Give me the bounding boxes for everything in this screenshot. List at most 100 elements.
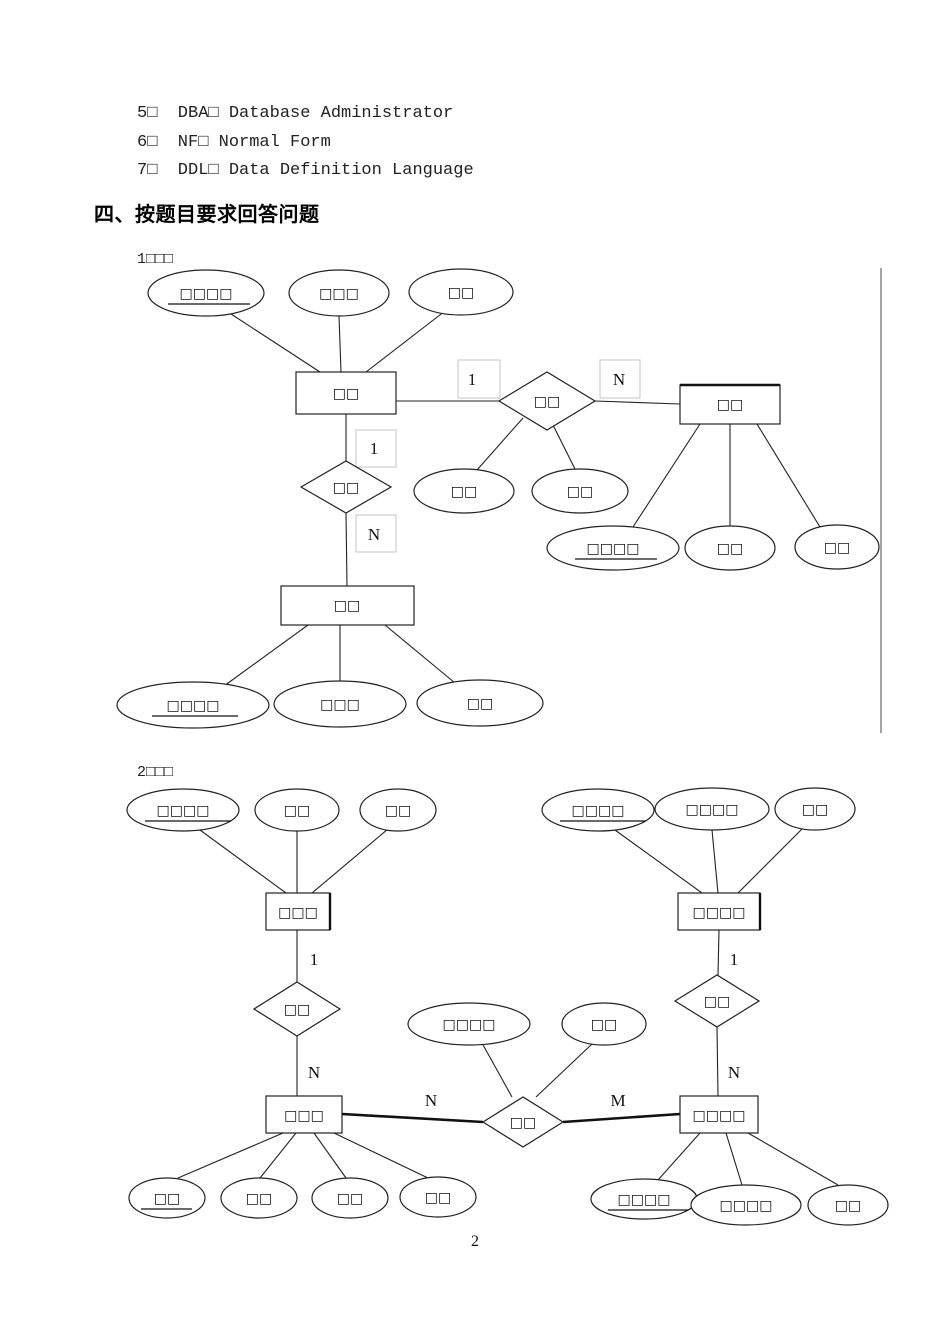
- attribute-label: □□□□: [443, 1017, 496, 1033]
- attribute-label: □□: [467, 696, 493, 712]
- ellipse-shape: [794, 524, 880, 570]
- attribute-label: □□□□: [618, 1192, 671, 1208]
- attribute-ellipse-key: □□□□: [546, 525, 680, 571]
- attribute-label: □□: [835, 1198, 861, 1214]
- attribute-label: □□: [154, 1191, 180, 1207]
- diamond-shape: [673, 974, 761, 1028]
- entity-box: □□: [295, 371, 397, 415]
- rect-shape: [679, 384, 781, 425]
- entity-label: □□: [333, 386, 359, 402]
- attribute-label: □□: [451, 484, 477, 500]
- page-number: 2: [471, 1233, 479, 1250]
- attribute-label: □□: [824, 540, 850, 556]
- cardinality-label: N: [425, 1091, 437, 1110]
- attribute-ellipse: □□: [311, 1177, 389, 1219]
- attribute-ellipse: □□: [220, 1177, 298, 1219]
- attribute-ellipse-key: □□□□: [590, 1178, 698, 1220]
- attribute-ellipse: □□□: [273, 680, 407, 728]
- attribute-ellipse: □□: [413, 468, 515, 514]
- attribute-ellipse: □□: [416, 679, 544, 727]
- entity-box: □□□: [265, 1095, 343, 1134]
- ellipse-shape: [311, 1177, 389, 1219]
- cardinality-n: N: [599, 359, 641, 399]
- attribute-label: □□: [284, 803, 310, 819]
- ellipse-shape: [654, 787, 770, 831]
- attribute-label: □□: [385, 803, 411, 819]
- er-diagram-2: □□□□ □□ □□ □□□ 1 □□ N □□□: [126, 787, 889, 1226]
- cardinality-n: N: [355, 514, 397, 553]
- relationship-diamond: □□: [481, 1096, 565, 1148]
- ellipse-shape: [416, 679, 544, 727]
- relationship-label: □□: [510, 1115, 536, 1131]
- ellipse-shape: [531, 468, 629, 514]
- cardinality-frame: [355, 514, 397, 553]
- rect-shape: [265, 1095, 343, 1134]
- answer1-label: 1□□□: [137, 251, 174, 268]
- attribute-label: □□□□: [157, 803, 210, 819]
- ellipse-shape: [684, 525, 776, 571]
- attribute-ellipse: □□: [531, 468, 629, 514]
- cardinality-label: 1: [468, 370, 477, 389]
- attribute-ellipse: □□: [408, 268, 514, 316]
- attribute-ellipse: □□: [807, 1184, 889, 1226]
- cardinality-label: N: [613, 370, 625, 389]
- ellipse-shape: [399, 1176, 477, 1218]
- relationship-label: □□: [704, 994, 730, 1010]
- diamond-shape: [252, 981, 342, 1037]
- ellipse-shape: [128, 1177, 206, 1219]
- attribute-ellipse-key: □□□□: [147, 269, 265, 317]
- er-diagram-1: □□□□ □□□ □□ □□ 1 N □□: [116, 268, 882, 733]
- attribute-label: □□□: [320, 697, 360, 713]
- glossary-line-dba: 5□ DBA□ Database Administrator: [137, 104, 454, 123]
- ellipse-shape: [561, 1002, 647, 1046]
- cardinality-label: 1: [310, 950, 319, 969]
- entity-label: □□: [717, 397, 743, 413]
- attribute-ellipse: □□: [254, 788, 340, 832]
- rect-shape: [679, 1095, 759, 1134]
- cardinality-label: N: [368, 525, 380, 544]
- ellipse-shape: [273, 680, 407, 728]
- relationship-diamond: □□: [673, 974, 761, 1028]
- diagram2-connector-lines: [177, 827, 839, 1186]
- attribute-ellipse-key: □□: [128, 1177, 206, 1219]
- attribute-ellipse: □□: [794, 524, 880, 570]
- relationship-label: □□: [534, 394, 560, 410]
- cardinality-1: 1: [355, 429, 397, 468]
- entity-label: □□□: [278, 905, 318, 921]
- diamond-shape: [497, 371, 597, 431]
- ellipse-shape: [408, 268, 514, 316]
- attribute-label: □□: [337, 1191, 363, 1207]
- ellipse-shape: [807, 1184, 889, 1226]
- attribute-ellipse: □□□□: [407, 1002, 531, 1046]
- attribute-label: □□□□: [572, 803, 625, 819]
- diagram1-connector-lines: [223, 310, 821, 687]
- attribute-label: □□: [448, 285, 474, 301]
- attribute-label: □□: [246, 1191, 272, 1207]
- attribute-label: □□: [567, 484, 593, 500]
- attribute-ellipse-key: □□□□: [116, 681, 270, 729]
- attribute-ellipse: □□: [399, 1176, 477, 1218]
- rect-shape: [280, 585, 415, 626]
- entity-label: □□: [334, 598, 360, 614]
- ellipse-shape: [254, 788, 340, 832]
- rect-shape: [295, 371, 397, 415]
- ellipse-shape: [690, 1184, 802, 1226]
- attribute-label: □□□□: [180, 286, 233, 302]
- entity-box: □□: [679, 383, 781, 425]
- entity-box: □□□□: [679, 1095, 759, 1134]
- entity-box: □□□□: [677, 892, 762, 931]
- relationship-label: □□: [333, 480, 359, 496]
- attribute-ellipse: □□: [359, 788, 437, 832]
- relationship-label: □□: [284, 1002, 310, 1018]
- answer2-label: 2□□□: [137, 764, 174, 781]
- attribute-label: □□: [591, 1017, 617, 1033]
- cardinality-1: 1: [457, 359, 501, 399]
- glossary-line-nf: 6□ NF□ Normal Form: [137, 133, 331, 152]
- glossary-line-ddl: 7□ DDL□ Data Definition Language: [137, 161, 474, 180]
- attribute-label: □□□: [319, 286, 359, 302]
- ellipse-shape: [288, 269, 390, 317]
- attribute-ellipse: □□: [561, 1002, 647, 1046]
- diamond-shape: [299, 460, 393, 514]
- cardinality-frame: [599, 359, 641, 399]
